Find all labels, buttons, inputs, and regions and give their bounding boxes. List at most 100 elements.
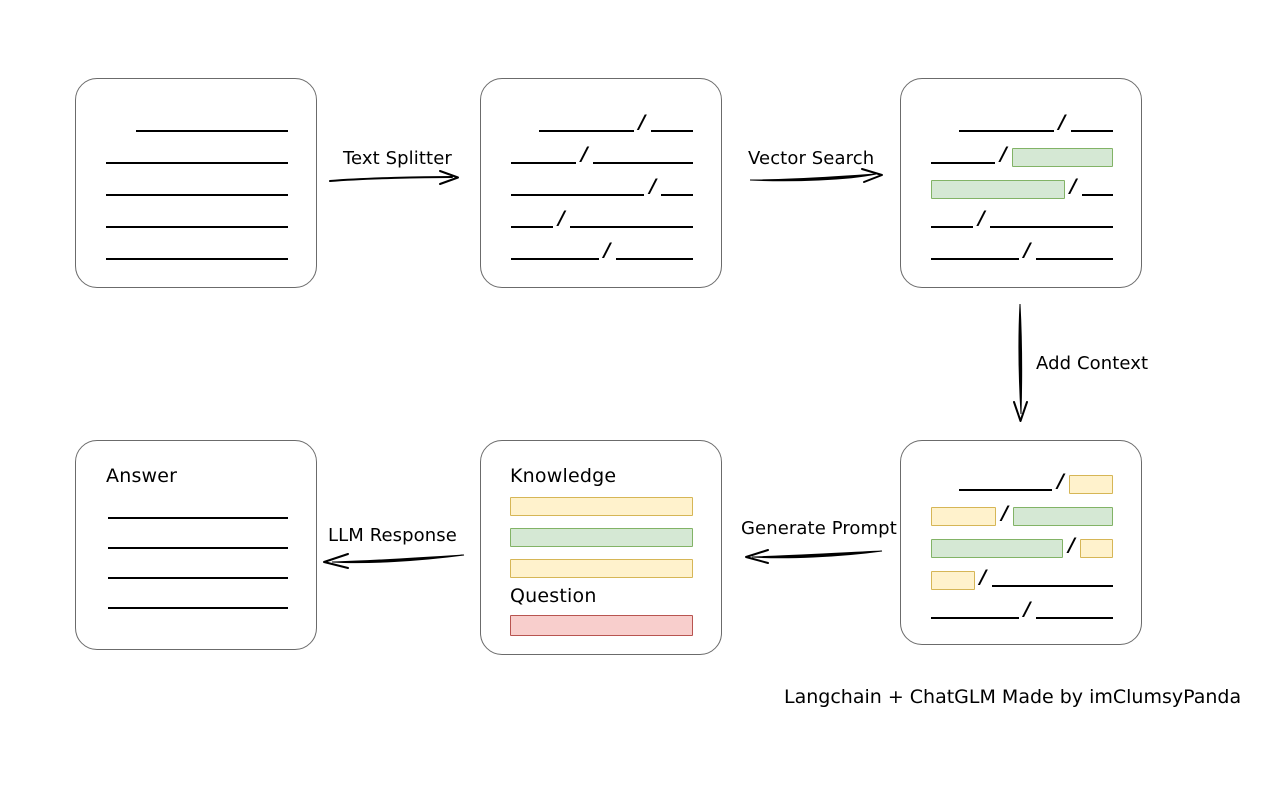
document-line <box>136 115 288 135</box>
text-line-segment <box>511 194 645 196</box>
text-line-segment <box>511 226 554 228</box>
text-line-segment <box>1070 130 1113 132</box>
answer-rule-line <box>108 517 288 519</box>
slash-separator: / <box>1068 534 1076 556</box>
arrow-text-splitter <box>328 170 468 188</box>
edge-label-add-context: Add Context <box>1036 353 1149 374</box>
question-chip-row <box>510 614 693 636</box>
slash-separator: / <box>649 175 657 197</box>
knowledge-chip-row <box>510 496 693 516</box>
document-line: / <box>931 534 1113 558</box>
document-line: / <box>511 207 693 231</box>
text-line-segment <box>1081 194 1113 196</box>
text-line-segment <box>106 194 288 196</box>
text-line-segment <box>615 258 693 260</box>
slash-separator: / <box>1001 502 1009 524</box>
text-line-segment <box>1035 258 1113 260</box>
text-line-segment <box>106 162 288 164</box>
text-line-segment <box>650 130 693 132</box>
text-line-segment <box>990 226 1113 228</box>
document-line: / <box>931 239 1113 263</box>
highlight-chip-yellow <box>931 570 975 590</box>
document-line <box>106 179 288 199</box>
document-line: / <box>511 143 693 167</box>
document-line: / <box>931 502 1113 526</box>
answer-rule-line <box>108 577 288 579</box>
highlight-chip-green <box>931 538 1064 558</box>
highlight-chip-green <box>931 179 1065 199</box>
text-line-segment <box>539 130 634 132</box>
text-line-segment <box>931 258 1019 260</box>
document-line <box>106 243 288 263</box>
slash-separator: / <box>978 207 986 229</box>
slash-separator: / <box>1000 143 1008 165</box>
edge-label-generate-prompt: Generate Prompt <box>741 518 897 539</box>
answer-rule-line <box>108 547 288 549</box>
arrow-vector-search <box>748 168 890 188</box>
document-line: / <box>511 239 693 263</box>
slash-separator: / <box>558 207 566 229</box>
node-split-document[interactable]: / / / / / <box>480 78 722 288</box>
text-line-segment <box>991 585 1113 587</box>
document-line: / <box>511 175 693 199</box>
slash-separator: / <box>580 143 588 165</box>
knowledge-label: Knowledge <box>510 465 617 487</box>
text-line-segment <box>136 130 288 132</box>
slash-separator: / <box>1023 239 1031 261</box>
slash-separator: / <box>1058 111 1066 133</box>
document-line: / <box>931 175 1113 199</box>
edge-label-llm-response: LLM Response <box>328 525 457 546</box>
node-vector-matched-document[interactable]: / / / / / <box>900 78 1142 288</box>
node-answer[interactable]: Answer <box>75 440 317 650</box>
text-line-segment <box>592 162 693 164</box>
knowledge-chip-row <box>510 527 693 547</box>
text-line-segment <box>106 258 288 260</box>
text-line-segment <box>1035 617 1113 619</box>
knowledge-chip-row <box>510 558 693 578</box>
slash-separator: / <box>1057 470 1065 492</box>
document-line: / <box>931 143 1113 167</box>
highlight-chip-yellow <box>510 558 693 578</box>
edge-label-vector-search: Vector Search <box>748 148 875 169</box>
highlight-chip-yellow <box>510 496 693 516</box>
highlight-chip-yellow <box>1080 538 1113 558</box>
document-line: / <box>931 598 1113 622</box>
highlight-chip-red <box>510 614 693 636</box>
vector-matched-rows: / / / / / <box>901 79 1141 287</box>
answer-rule-line <box>108 607 288 609</box>
text-line-segment <box>106 226 288 228</box>
highlight-chip-green <box>1012 147 1113 167</box>
question-label: Question <box>510 585 597 607</box>
document-line <box>106 147 288 167</box>
arrow-llm-response <box>318 550 466 570</box>
highlight-chip-yellow <box>931 506 997 526</box>
slash-separator: / <box>603 239 611 261</box>
text-line-segment <box>661 194 693 196</box>
document-line: / <box>539 113 693 135</box>
source-document-rows <box>76 79 316 287</box>
highlight-chip-yellow <box>1069 474 1113 494</box>
text-line-segment <box>931 226 974 228</box>
slash-separator: / <box>1069 175 1077 197</box>
edge-label-text-splitter: Text Splitter <box>343 148 452 169</box>
node-context-document[interactable]: / / / / / <box>900 440 1142 645</box>
text-line-segment <box>959 489 1053 491</box>
text-line-segment <box>511 162 576 164</box>
document-line <box>106 211 288 231</box>
highlight-chip-green <box>510 527 693 547</box>
node-source-document[interactable] <box>75 78 317 288</box>
split-document-rows: / / / / / <box>481 79 721 287</box>
node-prompt[interactable]: Knowledge Question <box>480 440 722 655</box>
slash-separator: / <box>979 566 987 588</box>
answer-label: Answer <box>106 465 178 487</box>
text-line-segment <box>511 258 599 260</box>
arrow-add-context <box>1010 302 1036 424</box>
document-line: / <box>959 111 1113 135</box>
slash-separator: / <box>1023 598 1031 620</box>
arrow-generate-prompt <box>738 545 884 565</box>
text-line-segment <box>959 130 1054 132</box>
text-line-segment <box>570 226 693 228</box>
text-line-segment <box>931 162 996 164</box>
diagram-caption: Langchain + ChatGLM Made by imClumsyPand… <box>784 686 1242 708</box>
document-line: / <box>959 470 1113 494</box>
